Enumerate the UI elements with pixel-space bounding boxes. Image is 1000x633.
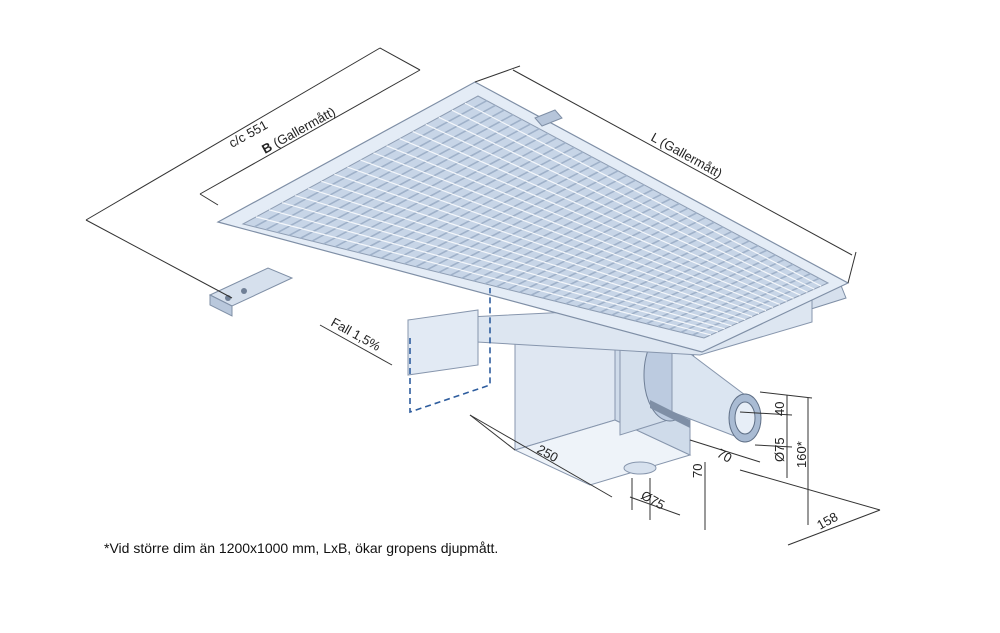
grate-crossbar [464,102,822,287]
dim-70-lower: 70 [690,464,705,478]
grate-crossbar [425,123,801,296]
dimension-lines [85,47,881,546]
grate-crossbar [321,180,746,321]
dim-40: 40 [772,402,787,416]
drain-frame [208,81,850,376]
dim-158: 158 [814,509,840,533]
grate-crossbar [268,209,718,333]
grate-crossbar [373,152,774,309]
grate-crossbar [438,116,808,293]
dim-outlet-diameter: Ø75 [772,437,787,462]
grate-crossbar [282,202,725,330]
dim-70-upper: 70 [715,446,735,466]
dim-b-rest: (Gallermått) [267,104,337,152]
grate-crossbar [295,194,732,327]
grate-crossbar [399,138,787,302]
grate-crossbar [451,109,815,290]
footnote: *Vid större dim än 1200x1000 mm, LxB, ök… [104,540,499,556]
grate-crossbar [386,145,781,305]
grate-crossbar [347,166,760,315]
grate-crossbar [255,216,712,336]
grate-crossbar [334,173,753,318]
grate-crossbar [308,187,739,324]
grating [254,99,822,336]
grate-crossbar [360,159,767,312]
grate-crossbar [412,131,794,299]
dim-160: 160* [794,441,809,468]
dim-l: L (Gallermått) [649,130,725,181]
